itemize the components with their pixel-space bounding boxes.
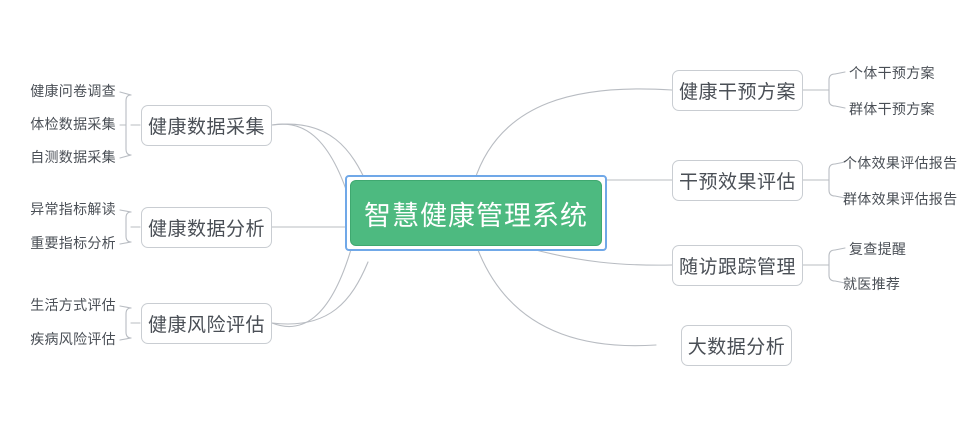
edge-left-3-spine	[125, 307, 132, 339]
leaf-individual-intervention-plan[interactable]: 个体干预方案	[849, 66, 935, 82]
leaf-abnormal-indicator-interpretation[interactable]: 异常指标解读	[30, 202, 116, 218]
leaf-recheck-reminder[interactable]: 复查提醒	[849, 242, 907, 258]
leaf-physical-exam-data[interactable]: 体检数据采集	[30, 117, 116, 133]
branch-node-health-intervention-plan[interactable]: 健康干预方案	[672, 70, 803, 111]
edge-right-3-leaf-1	[834, 247, 846, 251]
branch-node-followup-tracking-management[interactable]: 随访跟踪管理	[672, 245, 803, 286]
edge-sweep-lower-left	[271, 261, 369, 325]
leaf-key-indicator-analysis[interactable]: 重要指标分析	[30, 236, 116, 252]
edge-right-1-spine	[828, 73, 836, 107]
edge-root-to-left-1	[271, 123, 353, 209]
leaf-group-intervention-plan[interactable]: 群体干预方案	[849, 102, 935, 118]
edge-left-2-spine	[125, 211, 132, 243]
edge-right-3-spine	[828, 249, 836, 282]
edge-root-to-right-4	[477, 249, 657, 347]
branch-node-big-data-analysis[interactable]: 大数据分析	[681, 325, 792, 366]
root-node[interactable]: 智慧健康管理系统	[350, 180, 602, 246]
branch-node-health-data-analysis[interactable]: 健康数据分析	[141, 207, 272, 248]
edge-root-to-left-3	[271, 245, 353, 327]
branch-node-health-risk-assessment[interactable]: 健康风险评估	[141, 303, 272, 344]
leaf-health-questionnaire[interactable]: 健康问卷调查	[30, 84, 116, 100]
edge-root-to-right-1	[473, 88, 673, 183]
leaf-self-measured-data[interactable]: 自测数据采集	[30, 150, 116, 166]
edge-left-3-leaf-1	[119, 305, 132, 309]
branch-node-intervention-effect-evaluation[interactable]: 干预效果评估	[672, 160, 803, 201]
leaf-individual-effect-report[interactable]: 个体效果评估报告	[843, 156, 958, 172]
leaf-lifestyle-assessment[interactable]: 生活方式评估	[30, 298, 116, 314]
edge-left-1-leaf-1	[119, 91, 132, 96]
leaf-disease-risk-assessment[interactable]: 疾病风险评估	[30, 332, 116, 348]
edge-left-2-leaf-2	[119, 241, 132, 245]
leaf-group-effect-report[interactable]: 群体效果评估报告	[843, 192, 958, 208]
edge-left-1-leaf-3	[119, 154, 132, 159]
edge-right-1-leaf-2	[834, 105, 846, 109]
edge-right-2-spine	[828, 163, 836, 197]
edge-right-1-leaf-1	[834, 71, 846, 75]
edge-left-3-leaf-2	[119, 337, 132, 341]
leaf-medical-visit-recommendation[interactable]: 就医推荐	[843, 277, 901, 293]
edge-left-2-leaf-1	[119, 209, 132, 213]
branch-node-health-data-collection[interactable]: 健康数据采集	[141, 105, 272, 146]
root-selection-frame[interactable]: 智慧健康管理系统	[345, 175, 607, 251]
edge-left-1-spine	[125, 94, 132, 156]
